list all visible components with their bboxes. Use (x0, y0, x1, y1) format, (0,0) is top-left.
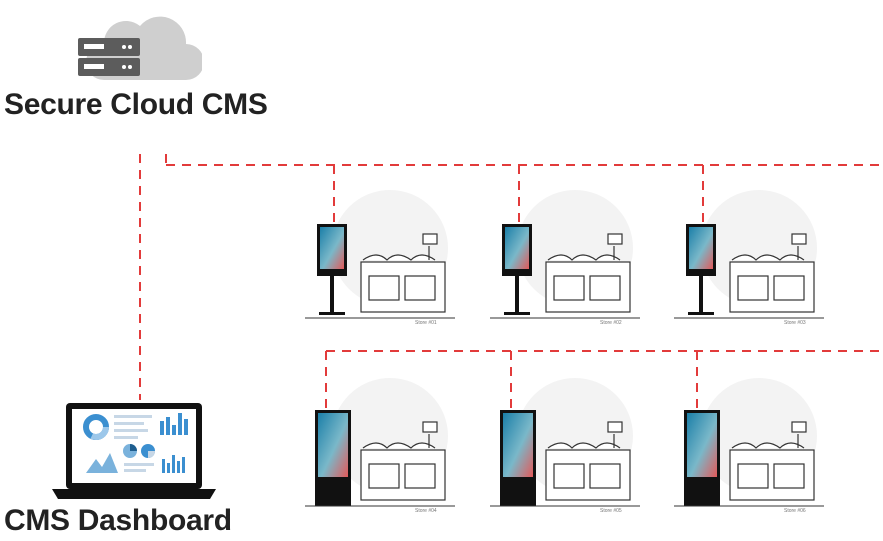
store-tile: Store #04 (305, 378, 455, 514)
store-label: Store #04 (415, 508, 437, 514)
cloud-cms-title: Secure Cloud CMS (4, 88, 268, 121)
store-tile: Store #01 (305, 190, 455, 326)
store-label: Store #01 (415, 320, 437, 326)
store-tile: Store #05 (490, 378, 640, 514)
store-tile: Store #06 (674, 378, 824, 514)
store-label: Store #06 (784, 508, 806, 514)
store-tile: Store #02 (490, 190, 640, 326)
cms-dashboard-title: CMS Dashboard (4, 504, 232, 537)
cloud-server-icon (74, 10, 204, 86)
store-tile: Store #03 (674, 190, 824, 326)
store-label: Store #02 (600, 320, 622, 326)
store-label: Store #05 (600, 508, 622, 514)
laptop-dashboard-icon (52, 401, 216, 501)
store-label: Store #03 (784, 320, 806, 326)
